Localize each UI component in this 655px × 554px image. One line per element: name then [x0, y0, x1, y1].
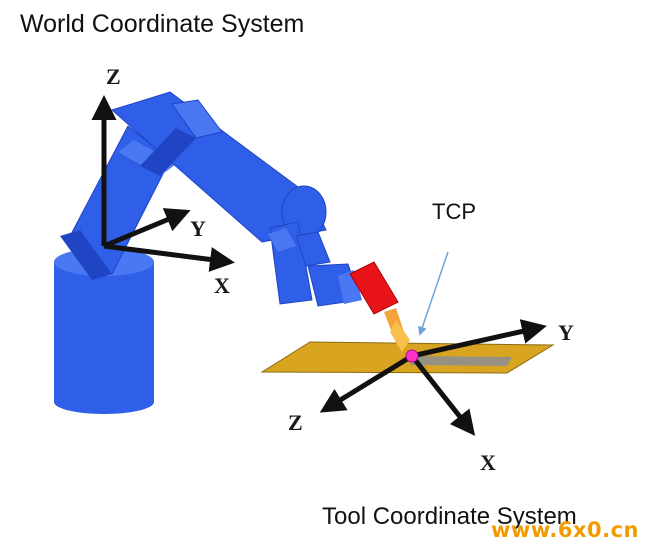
- tcp-point: [405, 349, 419, 363]
- tcp-label: TCP: [432, 199, 476, 224]
- tool-y-axis: [411, 319, 547, 359]
- welding-torch: [349, 261, 410, 352]
- world-y-axis: [103, 208, 191, 249]
- robot-forearm: [268, 221, 362, 307]
- tool-z-label: Z: [288, 410, 303, 435]
- tool-y-label: Y: [558, 320, 574, 345]
- tool-x-axis: [410, 354, 476, 436]
- tcp-pointer-arrow: [418, 251, 449, 336]
- world-x-label: X: [214, 273, 230, 298]
- world-coordinate-system-title: World Coordinate System: [20, 10, 305, 38]
- world-y-label: Y: [190, 216, 206, 241]
- robot-upper-arm: [111, 91, 327, 243]
- world-z-label: Z: [106, 64, 121, 89]
- tool-x-label: X: [480, 450, 496, 475]
- tool-z-axis: [319, 353, 414, 413]
- watermark: www.6x0.cn: [491, 518, 639, 542]
- world-axes: Z Y X: [91, 64, 235, 298]
- world-x-axis: [103, 243, 235, 272]
- tool-coordinate-system-title: Tool Coordinate System: [322, 503, 577, 530]
- tool-axes: Y Z X: [288, 319, 574, 475]
